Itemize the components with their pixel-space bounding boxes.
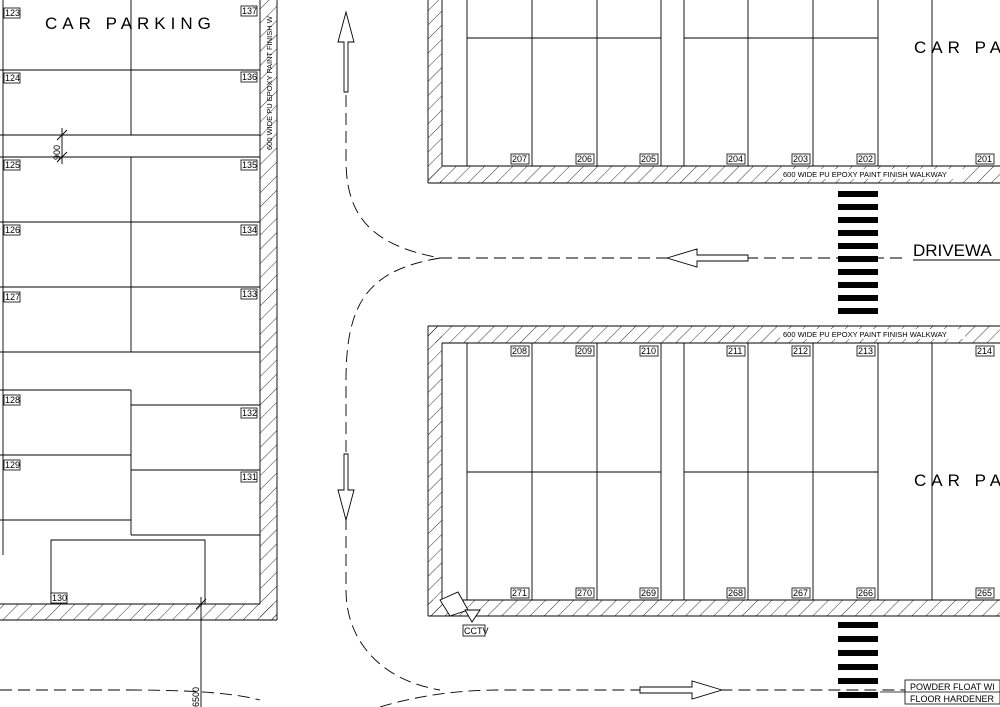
bay-number: 124 bbox=[5, 73, 20, 83]
direction-arrows bbox=[337, 10, 749, 700]
top-row-bay-tags bbox=[510, 153, 995, 165]
car-parking-right-top-label: CAR PA bbox=[914, 38, 1000, 57]
bay-number: 209 bbox=[577, 346, 592, 356]
bay-number: 129 bbox=[5, 460, 20, 470]
bay-number: 126 bbox=[5, 225, 20, 235]
bay-number: 205 bbox=[641, 154, 656, 164]
left-bottom-wall-hatch bbox=[0, 604, 277, 620]
bay-number: 269 bbox=[641, 588, 656, 598]
bay-number: 210 bbox=[641, 346, 656, 356]
dim-900-label: 900 bbox=[52, 145, 62, 160]
pedestrian-crossing-bottom bbox=[838, 622, 878, 698]
car-parking-left-label: CAR PARKING bbox=[45, 14, 216, 33]
bay-number: 123 bbox=[5, 8, 20, 18]
bay-number: 265 bbox=[977, 588, 992, 598]
walkway-bottom-label: 600 WIDE PU EPOXY PAINT FINISH WALKWAY bbox=[783, 330, 947, 339]
left-wall-hatch bbox=[260, 0, 277, 620]
driveway-label: DRIVEWA bbox=[913, 241, 992, 260]
dim-6500-label: 6500 bbox=[191, 687, 201, 707]
walkway-top-label: 600 WIDE PU EPOXY PAINT FINISH WALKWAY bbox=[783, 170, 947, 179]
bay-number: 202 bbox=[858, 154, 873, 164]
cctv-tag bbox=[462, 624, 486, 637]
walkway-vertical-label: 600 WIDE PU EPOXY PAINT FINISH W bbox=[265, 15, 274, 150]
bay-number: 204 bbox=[728, 154, 743, 164]
floor-note-box bbox=[880, 679, 1000, 705]
bay-number: 270 bbox=[577, 588, 592, 598]
note-line-1: POWDER FLOAT WI bbox=[910, 682, 995, 692]
bay-number: 135 bbox=[242, 160, 257, 170]
bay-number: 131 bbox=[242, 472, 257, 482]
bay-number: 127 bbox=[5, 292, 20, 302]
bay-number: 266 bbox=[858, 588, 873, 598]
pedestrian-crossing-top bbox=[838, 191, 878, 314]
bay-number: 137 bbox=[242, 6, 257, 16]
bay-number: 128 bbox=[5, 395, 20, 405]
bay-number: 211 bbox=[728, 346, 742, 356]
bottom-row-bay-tags bbox=[510, 587, 995, 599]
car-parking-right-bottom-label: CAR PA bbox=[914, 471, 1000, 490]
bay-number: 213 bbox=[858, 346, 873, 356]
arrow-up-icon bbox=[337, 10, 355, 93]
bay-number: 206 bbox=[577, 154, 592, 164]
bay-number: 130 bbox=[52, 593, 67, 603]
bay-number: 133 bbox=[242, 289, 257, 299]
arrow-left-icon bbox=[665, 248, 749, 268]
middle-row-bay-tags bbox=[510, 345, 995, 357]
arrow-down-icon bbox=[337, 453, 355, 522]
bay-number: 214 bbox=[977, 346, 992, 356]
bay-number: 208 bbox=[512, 346, 527, 356]
bay-number: 201 bbox=[977, 154, 992, 164]
cctv-camera-icon bbox=[439, 591, 481, 623]
note-line-2: FLOOR HARDENER bbox=[910, 694, 995, 704]
bay-number: 268 bbox=[728, 588, 743, 598]
bay-number: 267 bbox=[793, 588, 808, 598]
bay-number: 132 bbox=[242, 408, 257, 418]
bay-number: 212 bbox=[793, 346, 808, 356]
bay-number: 203 bbox=[793, 154, 808, 164]
arrow-right-icon bbox=[639, 680, 724, 700]
bay-number: 207 bbox=[512, 154, 527, 164]
bay-number: 134 bbox=[242, 225, 257, 235]
bay-number: 271 bbox=[512, 588, 527, 598]
bay-number: 136 bbox=[242, 72, 257, 82]
left-parking-block bbox=[0, 0, 278, 707]
left-bay-tags bbox=[3, 5, 258, 604]
bay-number: 125 bbox=[5, 160, 20, 170]
cctv-label: CCTV bbox=[464, 626, 489, 636]
